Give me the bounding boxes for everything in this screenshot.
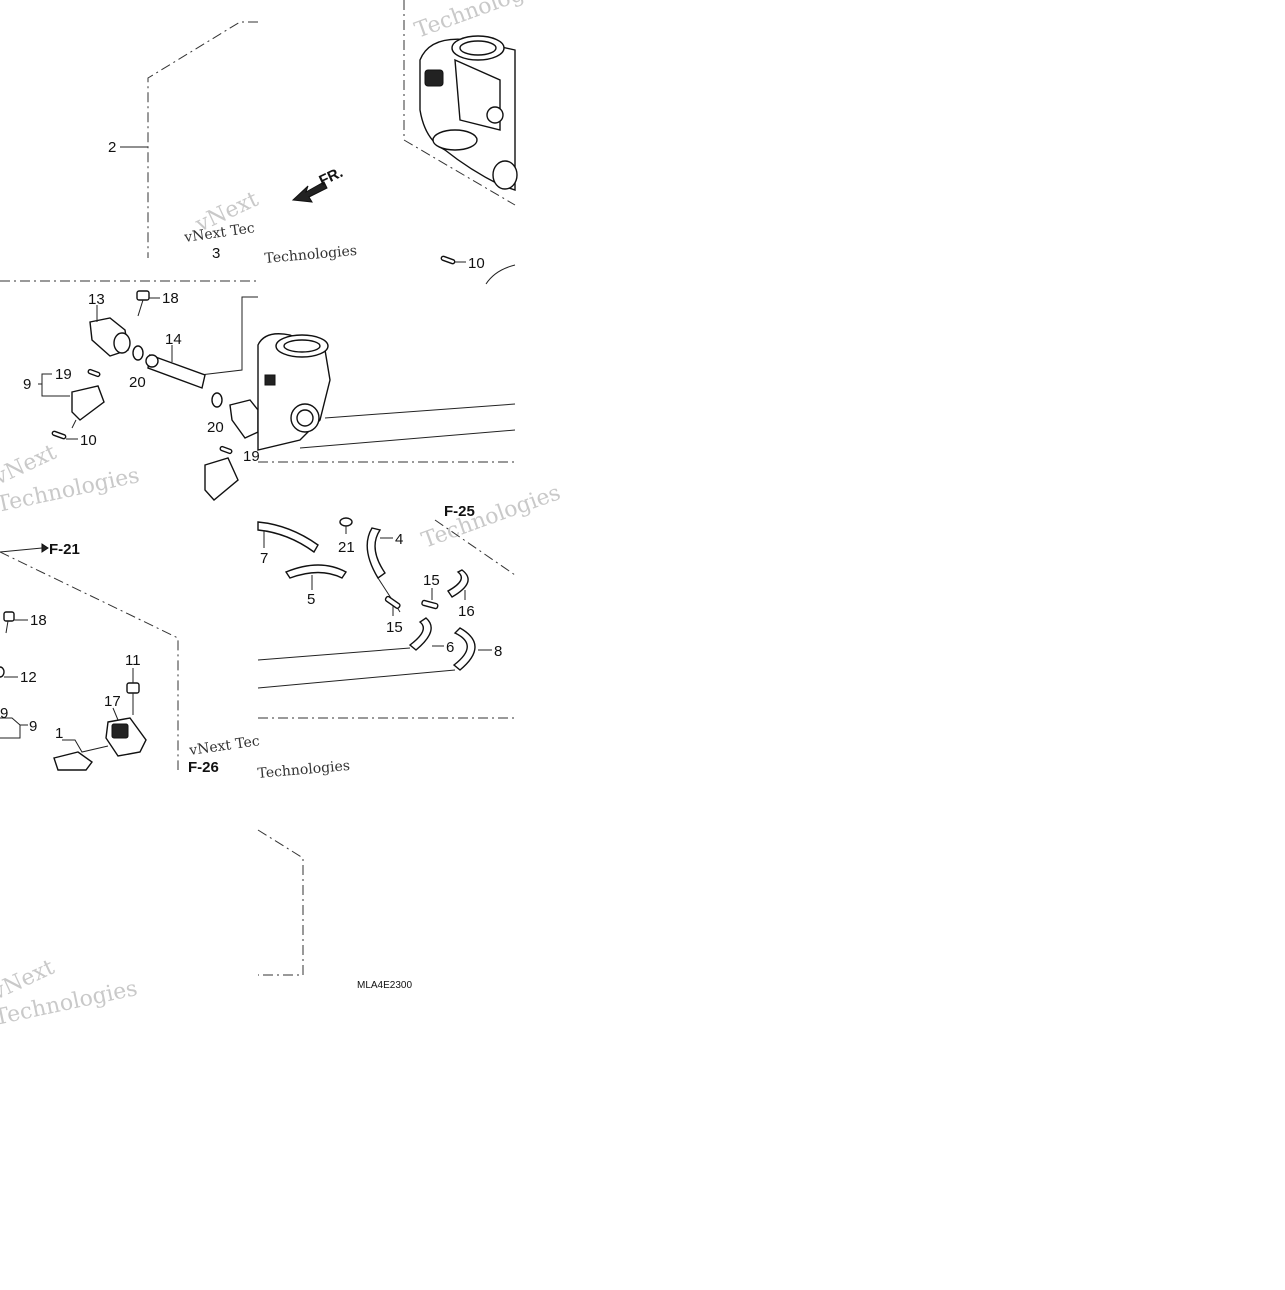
seal-10 (51, 430, 67, 440)
callout-4: 4 (395, 531, 403, 548)
leader-line (199, 296, 258, 376)
clip-15a (384, 595, 401, 609)
callout-16: 16 (458, 603, 475, 620)
bolt-11 (126, 668, 140, 715)
direction-label: FR. (317, 164, 346, 190)
callout-15a: 15 (386, 619, 403, 636)
callout-9-partial: 9 (0, 705, 8, 722)
callout-19: 19 (55, 366, 72, 383)
hose-5 (284, 564, 348, 579)
bolt-18-lower (3, 611, 28, 634)
bolt-18-upper (136, 290, 160, 317)
callout-5: 5 (307, 591, 315, 608)
hose-6 (408, 617, 432, 651)
bracket-1 (53, 739, 109, 771)
callout-10: 10 (80, 432, 97, 449)
tile-lower-middle: F-25 Technologies 7 21 4 5 15 15 16 6 (257, 480, 564, 782)
callout-18: 18 (162, 290, 179, 307)
watermark-line2c: Technologies (419, 480, 564, 553)
tile-middle-center: Technologies 10 (257, 243, 516, 463)
callout-3: 3 (212, 245, 220, 262)
clip-15b (421, 599, 439, 610)
sensor-13 (89, 305, 131, 357)
tile-middle-left: 18 13 20 14 20 9 19 10 (0, 280, 260, 518)
callout-18b: 18 (30, 612, 47, 629)
tile-bottom: MLA4E2300 vNext Technologies (0, 829, 412, 1031)
callout-8: 8 (494, 643, 502, 660)
map-sensor-17 (105, 707, 147, 757)
screw-21 (339, 517, 353, 534)
reference-f26: F-26 (188, 759, 219, 776)
callout-17: 17 (104, 693, 121, 710)
tile-top-left: 2 vNext Tec vNext 3 (108, 21, 262, 262)
callout-15b: 15 (423, 572, 440, 589)
throttle-body-assembly (419, 35, 518, 191)
watermark-inline-b: Technologies (264, 243, 358, 267)
callout-12: 12 (20, 669, 37, 686)
bracket-9 (38, 373, 52, 385)
callout-20b: 20 (207, 419, 224, 436)
callout-1: 1 (55, 725, 63, 742)
frame-outline (403, 0, 516, 206)
watermark-inline-d: Technologies (257, 758, 351, 782)
hose-4 (366, 527, 386, 580)
o-ring-20-right (211, 392, 223, 408)
o-ring-20-left (132, 345, 144, 361)
throttle-body-side (257, 333, 331, 451)
reference-f21: F-21 (49, 541, 80, 558)
callout-21: 21 (338, 539, 355, 556)
front-direction-arrow: FR. (291, 164, 346, 203)
callout-20: 20 (129, 374, 146, 391)
callout-13: 13 (88, 291, 105, 308)
callout-9: 9 (23, 376, 31, 393)
reference-f25: F-25 (444, 503, 475, 520)
tile-top-middle: Technologies FR. (291, 0, 557, 206)
diagram-code: MLA4E2300 (357, 980, 412, 991)
frame-outline (147, 21, 258, 258)
callout-19b: 19 (243, 448, 260, 465)
injector-9 (71, 368, 105, 429)
callout-10b: 10 (468, 255, 485, 272)
frame-outline (257, 829, 304, 976)
callout-2: 2 (108, 139, 116, 156)
sensor-secondary (204, 399, 259, 501)
callout-7: 7 (260, 550, 268, 567)
callout-9b: 9 (29, 718, 37, 735)
tile-lower-left: F-21 18 12 9 9 11 17 1 v (0, 541, 261, 776)
callout-6: 6 (446, 639, 454, 656)
seal-10-upper (440, 255, 456, 265)
hose-16 (446, 569, 469, 598)
fuel-rail-14 (145, 345, 206, 389)
callout-11: 11 (125, 652, 141, 669)
frame-outline (0, 551, 179, 770)
callout-14: 14 (165, 331, 182, 348)
hose-7 (257, 521, 319, 554)
hose-8 (452, 627, 476, 671)
watermark-inline-c: vNext Tec (187, 733, 260, 759)
